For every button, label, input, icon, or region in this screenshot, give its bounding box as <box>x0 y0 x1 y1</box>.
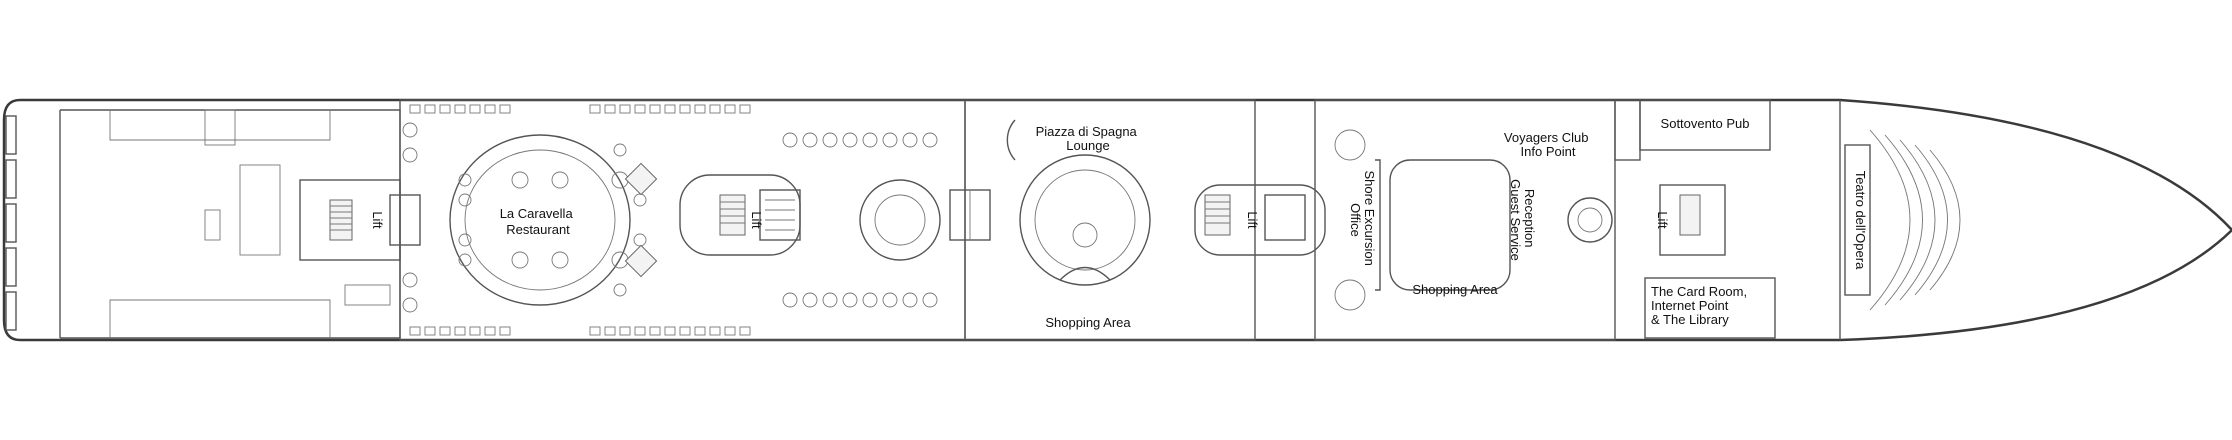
la-caravella-label: La Caravella Restaurant <box>500 206 577 237</box>
voyagers-club-label: Voyagers Club Info Point <box>1504 130 1592 159</box>
shopping-area-label-forward: Shopping Area <box>1412 282 1498 297</box>
stern-side-blocks <box>5 115 17 331</box>
piazza-di-spagna-label: Piazza di Spagna Lounge <box>1036 124 1141 153</box>
restaurant-window-seats <box>409 104 751 336</box>
voyagers-club-info-point: Voyagers Club Info Point <box>1504 130 1592 159</box>
restaurant-diamond-columns <box>624 162 658 278</box>
lift-aft-mid: Lift <box>679 174 801 256</box>
restaurant-tables <box>402 122 647 313</box>
card-room-label: The Card Room, Internet Point & The Libr… <box>1651 284 1751 327</box>
card-room-internet-library: The Card Room, Internet Point & The Libr… <box>1644 277 1776 339</box>
ship-hull <box>2 98 2232 342</box>
shore-excursion-label: Shore Excursion Office <box>1348 170 1377 269</box>
lift-label-stern: Lift <box>370 211 385 229</box>
atrium-reception-area: Shore Excursion Office Reception Guest S… <box>1314 99 1616 341</box>
sottovento-pub: Sottovento Pub <box>1639 99 1771 151</box>
mid-lounge-seating <box>782 132 991 308</box>
lift-label-forward: Lift <box>1655 211 1670 229</box>
lift-label-forward-mid: Lift <box>1245 211 1260 229</box>
lift-label-aft-mid: Lift <box>749 211 764 229</box>
teatro-dellopera: Teatro dell'Opera <box>1839 100 1961 340</box>
piazza-di-spagna-lounge: Piazza di Spagna Lounge Shopping Area <box>964 99 1256 341</box>
reception-label: Reception Guest Service <box>1508 179 1537 261</box>
lift-forward: Lift <box>1567 99 1726 256</box>
teatro-label: Teatro dell'Opera <box>1853 171 1868 270</box>
sottovento-pub-label: Sottovento Pub <box>1661 116 1750 131</box>
lift-forward-mid: Lift <box>1194 184 1326 256</box>
shopping-area-label-mid: Shopping Area <box>1045 315 1131 330</box>
